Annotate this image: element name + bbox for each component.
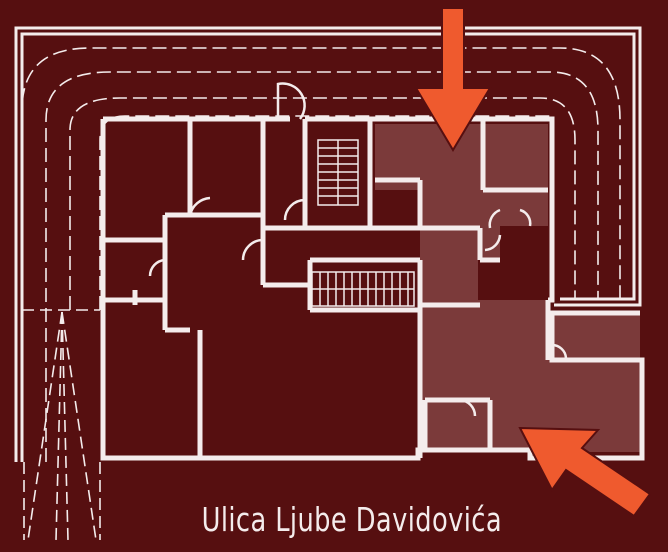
parking-ramp: [22, 309, 101, 541]
arrow-diagonal-icon: [518, 426, 652, 518]
building-walls: [100, 116, 645, 461]
arrow-down-icon: [414, 7, 492, 152]
door-swings: [148, 82, 568, 417]
stairs: [311, 139, 415, 307]
driveway-lines: [21, 47, 621, 462]
street-label: Ulica Ljube Davidovića: [201, 500, 502, 539]
